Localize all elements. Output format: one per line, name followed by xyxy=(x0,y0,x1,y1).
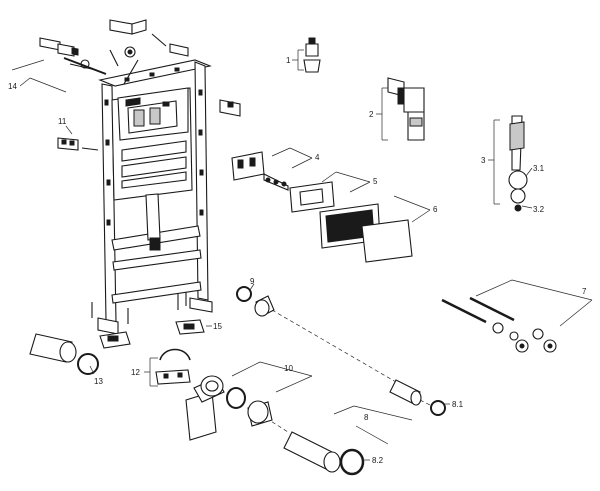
cistern-tank xyxy=(111,87,193,251)
callout-7: 7 xyxy=(582,287,587,296)
callout-8-2: 8.2 xyxy=(372,456,384,465)
callout-8: 8 xyxy=(364,413,369,422)
callout-3-2: 3.2 xyxy=(533,205,545,214)
callout-2: 2 xyxy=(369,110,374,119)
part-12-pipe-clamp xyxy=(155,348,191,385)
leader-lines xyxy=(11,49,593,461)
callout-6: 6 xyxy=(433,205,438,214)
part-2-fill-valve xyxy=(387,77,425,141)
part-13-drain-pipe xyxy=(29,333,99,375)
callout-3: 3 xyxy=(481,156,486,165)
part-7-fixing-bolts xyxy=(441,296,557,353)
callout-labels: 1 2 3 3.1 3.2 4 5 6 7 8 8.1 8.2 9 10 11 … xyxy=(8,56,587,465)
callout-5: 5 xyxy=(373,177,378,186)
part-9-seal xyxy=(236,286,275,317)
callout-8-1: 8.1 xyxy=(452,400,464,409)
callout-12: 12 xyxy=(131,368,140,377)
part-10-elbow xyxy=(185,375,273,441)
callout-3-1: 3.1 xyxy=(533,164,545,173)
part-6-flush-plate xyxy=(319,203,413,263)
callout-13: 13 xyxy=(94,377,103,386)
callout-14: 14 xyxy=(8,82,17,91)
callout-11: 11 xyxy=(58,117,67,126)
callout-10: 10 xyxy=(284,364,293,373)
mounting-frame xyxy=(97,59,213,335)
part-1-valve xyxy=(303,37,321,73)
part-8-2-pipe-socket xyxy=(265,417,365,476)
mounting-hardware xyxy=(39,19,241,349)
part-14-rod xyxy=(63,57,107,75)
callout-4: 4 xyxy=(315,153,320,162)
part-8-connection-pipe xyxy=(271,309,446,416)
callout-9: 9 xyxy=(250,277,255,286)
callout-15: 15 xyxy=(213,322,222,331)
part-3-flush-valve xyxy=(508,115,528,212)
part-5-frame-plate xyxy=(289,181,335,213)
callout-1: 1 xyxy=(286,56,291,65)
part-4-actuator-mount xyxy=(231,151,289,191)
